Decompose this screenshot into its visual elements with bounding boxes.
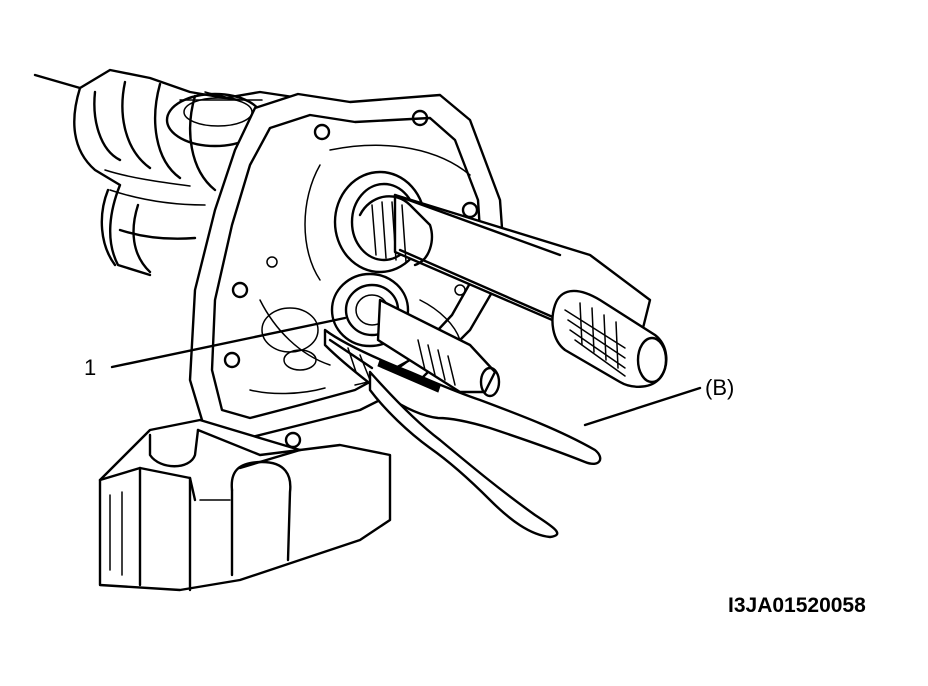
support-block bbox=[98, 418, 392, 592]
leader-line-b bbox=[583, 386, 702, 427]
main-shaft bbox=[333, 170, 668, 388]
leader-line-1 bbox=[110, 316, 347, 369]
puller-tool-b bbox=[323, 328, 602, 539]
transmission-case bbox=[33, 68, 302, 277]
figure-id-code: I3JA01520058 bbox=[728, 594, 866, 617]
callout-label-1: 1 bbox=[84, 355, 97, 380]
callout-label-b: (B) bbox=[705, 375, 735, 400]
bearing-part-1 bbox=[330, 272, 501, 398]
